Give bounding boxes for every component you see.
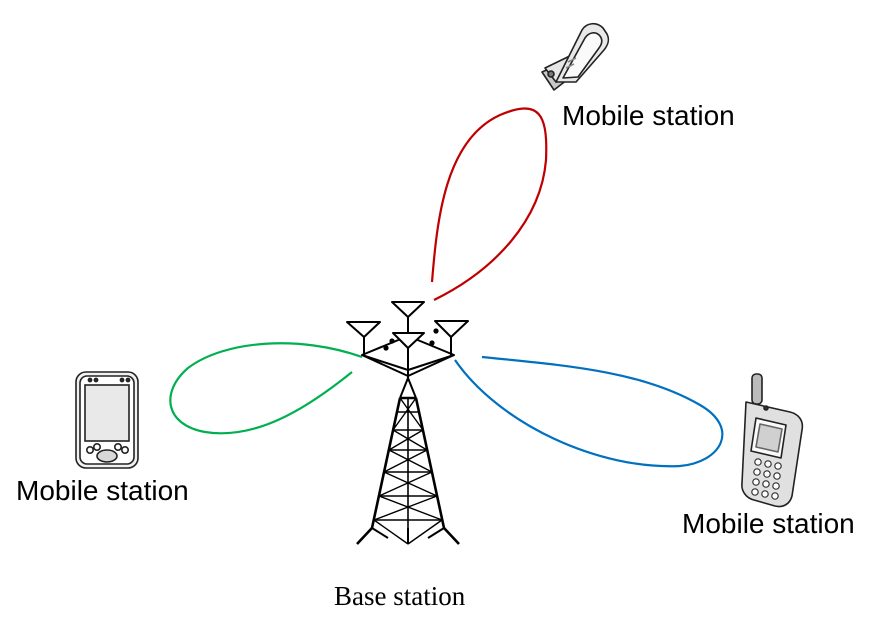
pda-icon [75, 371, 139, 469]
base-station-label: Base station [334, 581, 466, 611]
beam-right [454, 355, 724, 468]
cell-tower-icon [346, 301, 469, 545]
cell-phone-icon [741, 373, 804, 508]
mobile-station-top-label: Mobile station [562, 100, 735, 131]
mobile-station-right-label: Mobile station [682, 508, 855, 539]
beam-left [169, 342, 363, 435]
flip-phone-icon [541, 22, 610, 91]
mobile-station-left-label: Mobile station [16, 475, 189, 506]
beam-top [430, 107, 548, 301]
